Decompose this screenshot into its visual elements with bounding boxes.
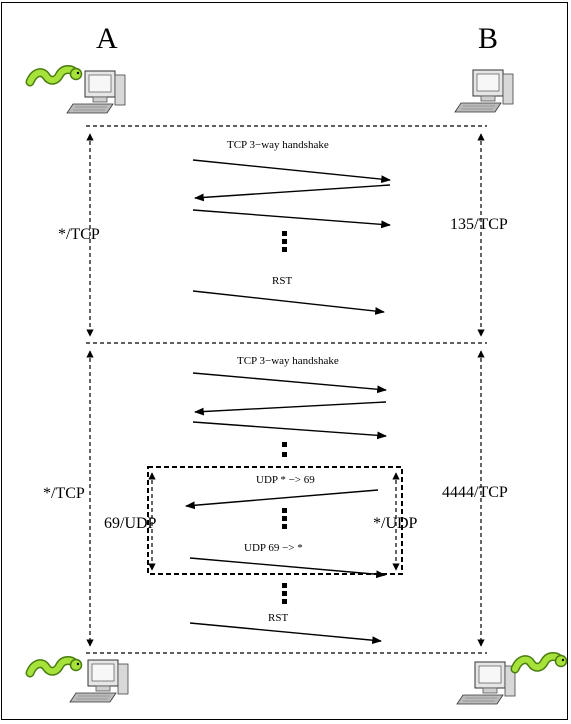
ellipsis-dot: [282, 599, 287, 604]
rst-label: RST: [268, 612, 289, 624]
ellipsis-dot: [282, 442, 287, 447]
computer-icon: [454, 69, 514, 113]
worm-icon: [30, 660, 82, 674]
message-arrow: [192, 372, 387, 394]
udp-port-label-a: 69/UDP: [104, 515, 157, 532]
host-b-label: B: [478, 22, 499, 55]
udp-back-label: UDP 69 −> *: [244, 542, 303, 554]
computer-icon: [456, 661, 516, 705]
host-a-label: A: [96, 22, 118, 55]
port-label-a: */TCP: [43, 485, 85, 502]
ellipsis-dot: [282, 247, 287, 252]
rst-label: RST: [272, 275, 293, 287]
port-label-b: 4444/TCP: [442, 484, 508, 501]
ellipsis-dot: [282, 524, 287, 529]
message-arrow: [185, 489, 379, 510]
handshake-label: TCP 3−way handshake: [237, 355, 339, 367]
message-arrow: [192, 290, 385, 315]
ellipsis-dot: [282, 231, 287, 236]
worm-icon: [515, 656, 567, 670]
message-arrow: [189, 622, 382, 645]
message-arrow: [192, 421, 387, 440]
ellipsis-dot: [282, 239, 287, 244]
port-label-a: */TCP: [58, 226, 100, 243]
ellipsis-dot: [282, 516, 287, 521]
message-arrow: [192, 159, 391, 184]
message-arrow: [192, 209, 391, 229]
worm-icon: [30, 69, 82, 83]
message-arrow: [194, 184, 391, 202]
ellipsis-dot: [282, 508, 287, 513]
ellipsis-dot: [282, 583, 287, 588]
ellipsis-dot: [282, 591, 287, 596]
udp-port-label-b: */UDP: [373, 515, 418, 532]
udp-out-label: UDP * −> 69: [256, 474, 315, 486]
message-arrow: [194, 401, 387, 416]
port-label-b: 135/TCP: [450, 216, 508, 233]
ellipsis-dot: [282, 452, 287, 457]
handshake-label: TCP 3−way handshake: [227, 139, 329, 151]
message-arrow: [189, 557, 386, 579]
udp-exchange-box: [147, 466, 403, 575]
